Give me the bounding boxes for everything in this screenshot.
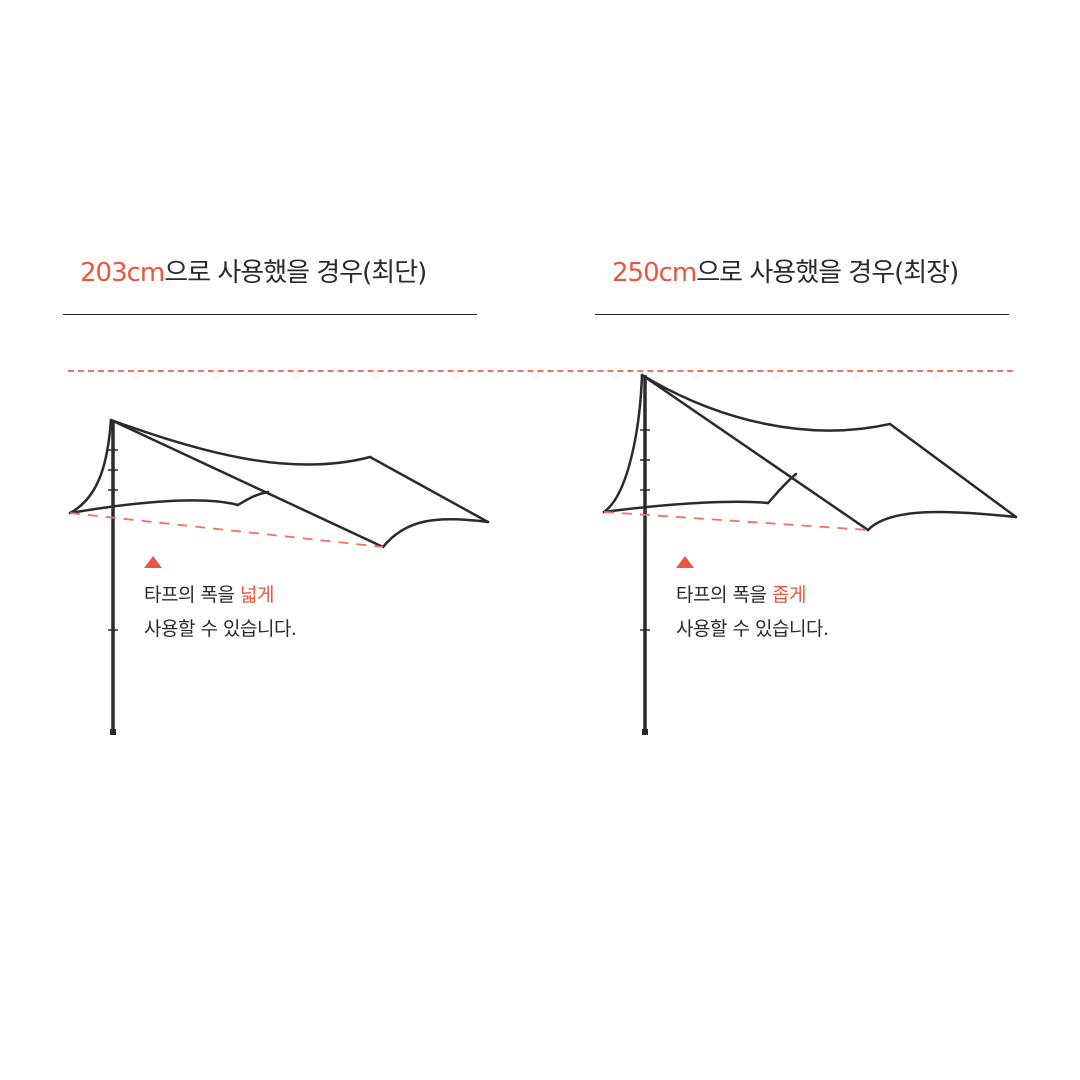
- triangle-marker-icon: [676, 556, 694, 568]
- title-short: 203cm으로 사용했을 경우(최단): [80, 252, 427, 289]
- caption-wide: 타프의 폭을 넓게 사용할 수 있습니다.: [144, 578, 297, 646]
- pole-icon-left: [108, 420, 118, 735]
- title-long: 250cm으로 사용했을 경우(최장): [612, 252, 959, 289]
- height-reference-line: [68, 370, 1013, 372]
- title-length: 250cm: [612, 258, 697, 288]
- triangle-marker-icon: [144, 556, 162, 568]
- title-length: 203cm: [80, 258, 165, 288]
- width-reference-line-left: [69, 512, 384, 548]
- tarp-icon-right: [602, 373, 1018, 532]
- caption-narrow: 타프의 폭을 좁게 사용할 수 있습니다.: [676, 578, 829, 646]
- tarp-icon-left: [68, 418, 490, 549]
- title-text: 으로 사용했을 경우(최단): [164, 258, 427, 288]
- caption-highlight: 좁게: [771, 584, 806, 606]
- caption-line-2: 사용할 수 있습니다.: [676, 618, 829, 640]
- caption-highlight: 넓게: [239, 584, 274, 606]
- caption-prefix: 타프의 폭을: [144, 584, 240, 606]
- caption-line-1: 타프의 폭을 넓게: [144, 578, 296, 612]
- caption-prefix: 타프의 폭을: [676, 584, 772, 606]
- caption-line-1: 타프의 폭을 좁게: [676, 578, 828, 612]
- caption-line-2: 사용할 수 있습니다.: [144, 618, 297, 640]
- title-text: 으로 사용했을 경우(최장): [696, 258, 959, 288]
- title-divider-right: [595, 314, 1009, 315]
- pole-icon-right: [640, 375, 650, 735]
- title-divider-left: [63, 314, 477, 315]
- width-reference-line-right: [603, 511, 869, 531]
